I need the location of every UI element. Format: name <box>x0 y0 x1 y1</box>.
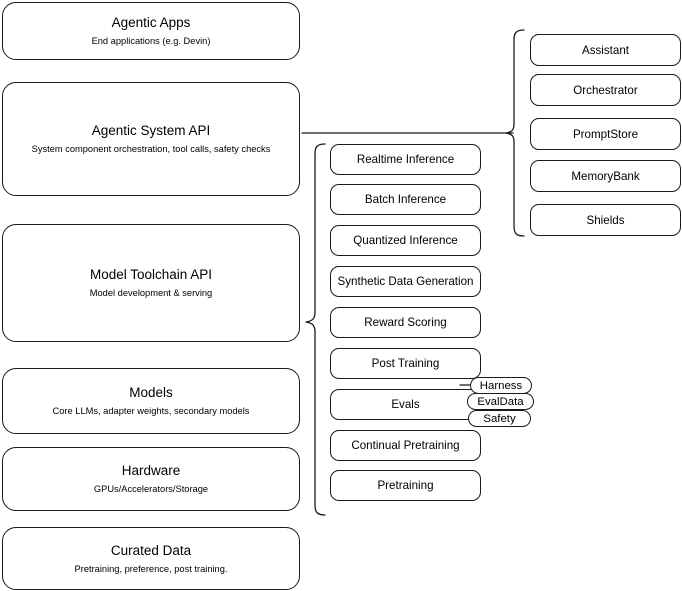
stack-layer-title: Model Toolchain API <box>89 267 213 283</box>
toolchain-item-realtime-inference[interactable]: Realtime Inference <box>330 144 481 175</box>
stack-layer-agentic-system-api[interactable]: Agentic System API System component orch… <box>2 82 300 196</box>
toolchain-item-pretraining[interactable]: Pretraining <box>330 470 481 501</box>
stack-layer-subtitle: GPUs/Accelerators/Storage <box>93 484 209 495</box>
toolchain-item-quantized-inference[interactable]: Quantized Inference <box>330 225 481 256</box>
toolchain-item-label: Batch Inference <box>364 193 447 206</box>
stack-layer-title: Curated Data <box>110 542 192 558</box>
toolchain-item-post-training[interactable]: Post Training <box>330 348 481 379</box>
system-item-promptstore[interactable]: PromptStore <box>530 118 681 150</box>
eval-tag-evaldata[interactable]: EvalData <box>467 393 534 410</box>
toolchain-item-label: Post Training <box>371 357 440 370</box>
toolchain-item-evals[interactable]: Evals <box>330 389 481 420</box>
toolchain-item-continual-pretraining[interactable]: Continual Pretraining <box>330 430 481 461</box>
brace-system-components <box>505 29 525 237</box>
toolchain-item-label: Continual Pretraining <box>351 439 460 452</box>
eval-tag-label: Safety <box>483 412 516 425</box>
toolchain-item-label: Quantized Inference <box>353 234 458 247</box>
system-item-label: PromptStore <box>572 127 639 141</box>
system-item-label: MemoryBank <box>571 169 640 183</box>
toolchain-item-batch-inference[interactable]: Batch Inference <box>330 184 481 215</box>
stack-layer-title: Hardware <box>121 463 181 479</box>
stack-layer-model-toolchain-api[interactable]: Model Toolchain API Model development & … <box>2 224 300 342</box>
brace-toolchain-components <box>305 143 326 516</box>
stack-layer-subtitle: Pretraining, preference, post training. <box>74 563 228 574</box>
eval-tag-label: Harness <box>479 379 523 392</box>
eval-tag-label: EvalData <box>477 395 524 408</box>
toolchain-item-label: Realtime Inference <box>356 153 455 166</box>
system-item-orchestrator[interactable]: Orchestrator <box>530 74 681 106</box>
toolchain-item-synthetic-data-generation[interactable]: Synthetic Data Generation <box>330 266 481 297</box>
stack-layer-subtitle: System component orchestration, tool cal… <box>31 144 271 155</box>
system-item-memorybank[interactable]: MemoryBank <box>530 160 681 192</box>
toolchain-item-label: Pretraining <box>377 479 434 492</box>
stack-layer-agentic-apps[interactable]: Agentic Apps End applications (e.g. Devi… <box>2 2 300 60</box>
stack-layer-title: Agentic Apps <box>111 15 191 31</box>
stack-layer-hardware[interactable]: Hardware GPUs/Accelerators/Storage <box>2 447 300 511</box>
system-item-label: Orchestrator <box>573 83 638 97</box>
toolchain-item-label: Reward Scoring <box>364 316 447 329</box>
system-item-label: Shields <box>586 213 625 227</box>
stack-layer-curated-data[interactable]: Curated Data Pretraining, preference, po… <box>2 527 300 590</box>
toolchain-item-reward-scoring[interactable]: Reward Scoring <box>330 307 481 338</box>
system-item-label: Assistant <box>581 43 630 57</box>
system-item-assistant[interactable]: Assistant <box>530 34 681 66</box>
stack-layer-subtitle: Model development & serving <box>89 288 213 299</box>
toolchain-item-label: Evals <box>391 398 420 411</box>
system-item-shields[interactable]: Shields <box>530 204 681 236</box>
stack-layer-models[interactable]: Models Core LLMs, adapter weights, secon… <box>2 368 300 434</box>
toolchain-item-label: Synthetic Data Generation <box>337 275 474 288</box>
eval-tag-harness[interactable]: Harness <box>470 377 532 394</box>
stack-layer-subtitle: End applications (e.g. Devin) <box>91 36 211 47</box>
stack-layer-subtitle: Core LLMs, adapter weights, secondary mo… <box>52 406 250 417</box>
stack-layer-title: Agentic System API <box>91 123 211 139</box>
eval-tag-safety[interactable]: Safety <box>468 410 531 427</box>
stack-layer-title: Models <box>129 385 173 401</box>
